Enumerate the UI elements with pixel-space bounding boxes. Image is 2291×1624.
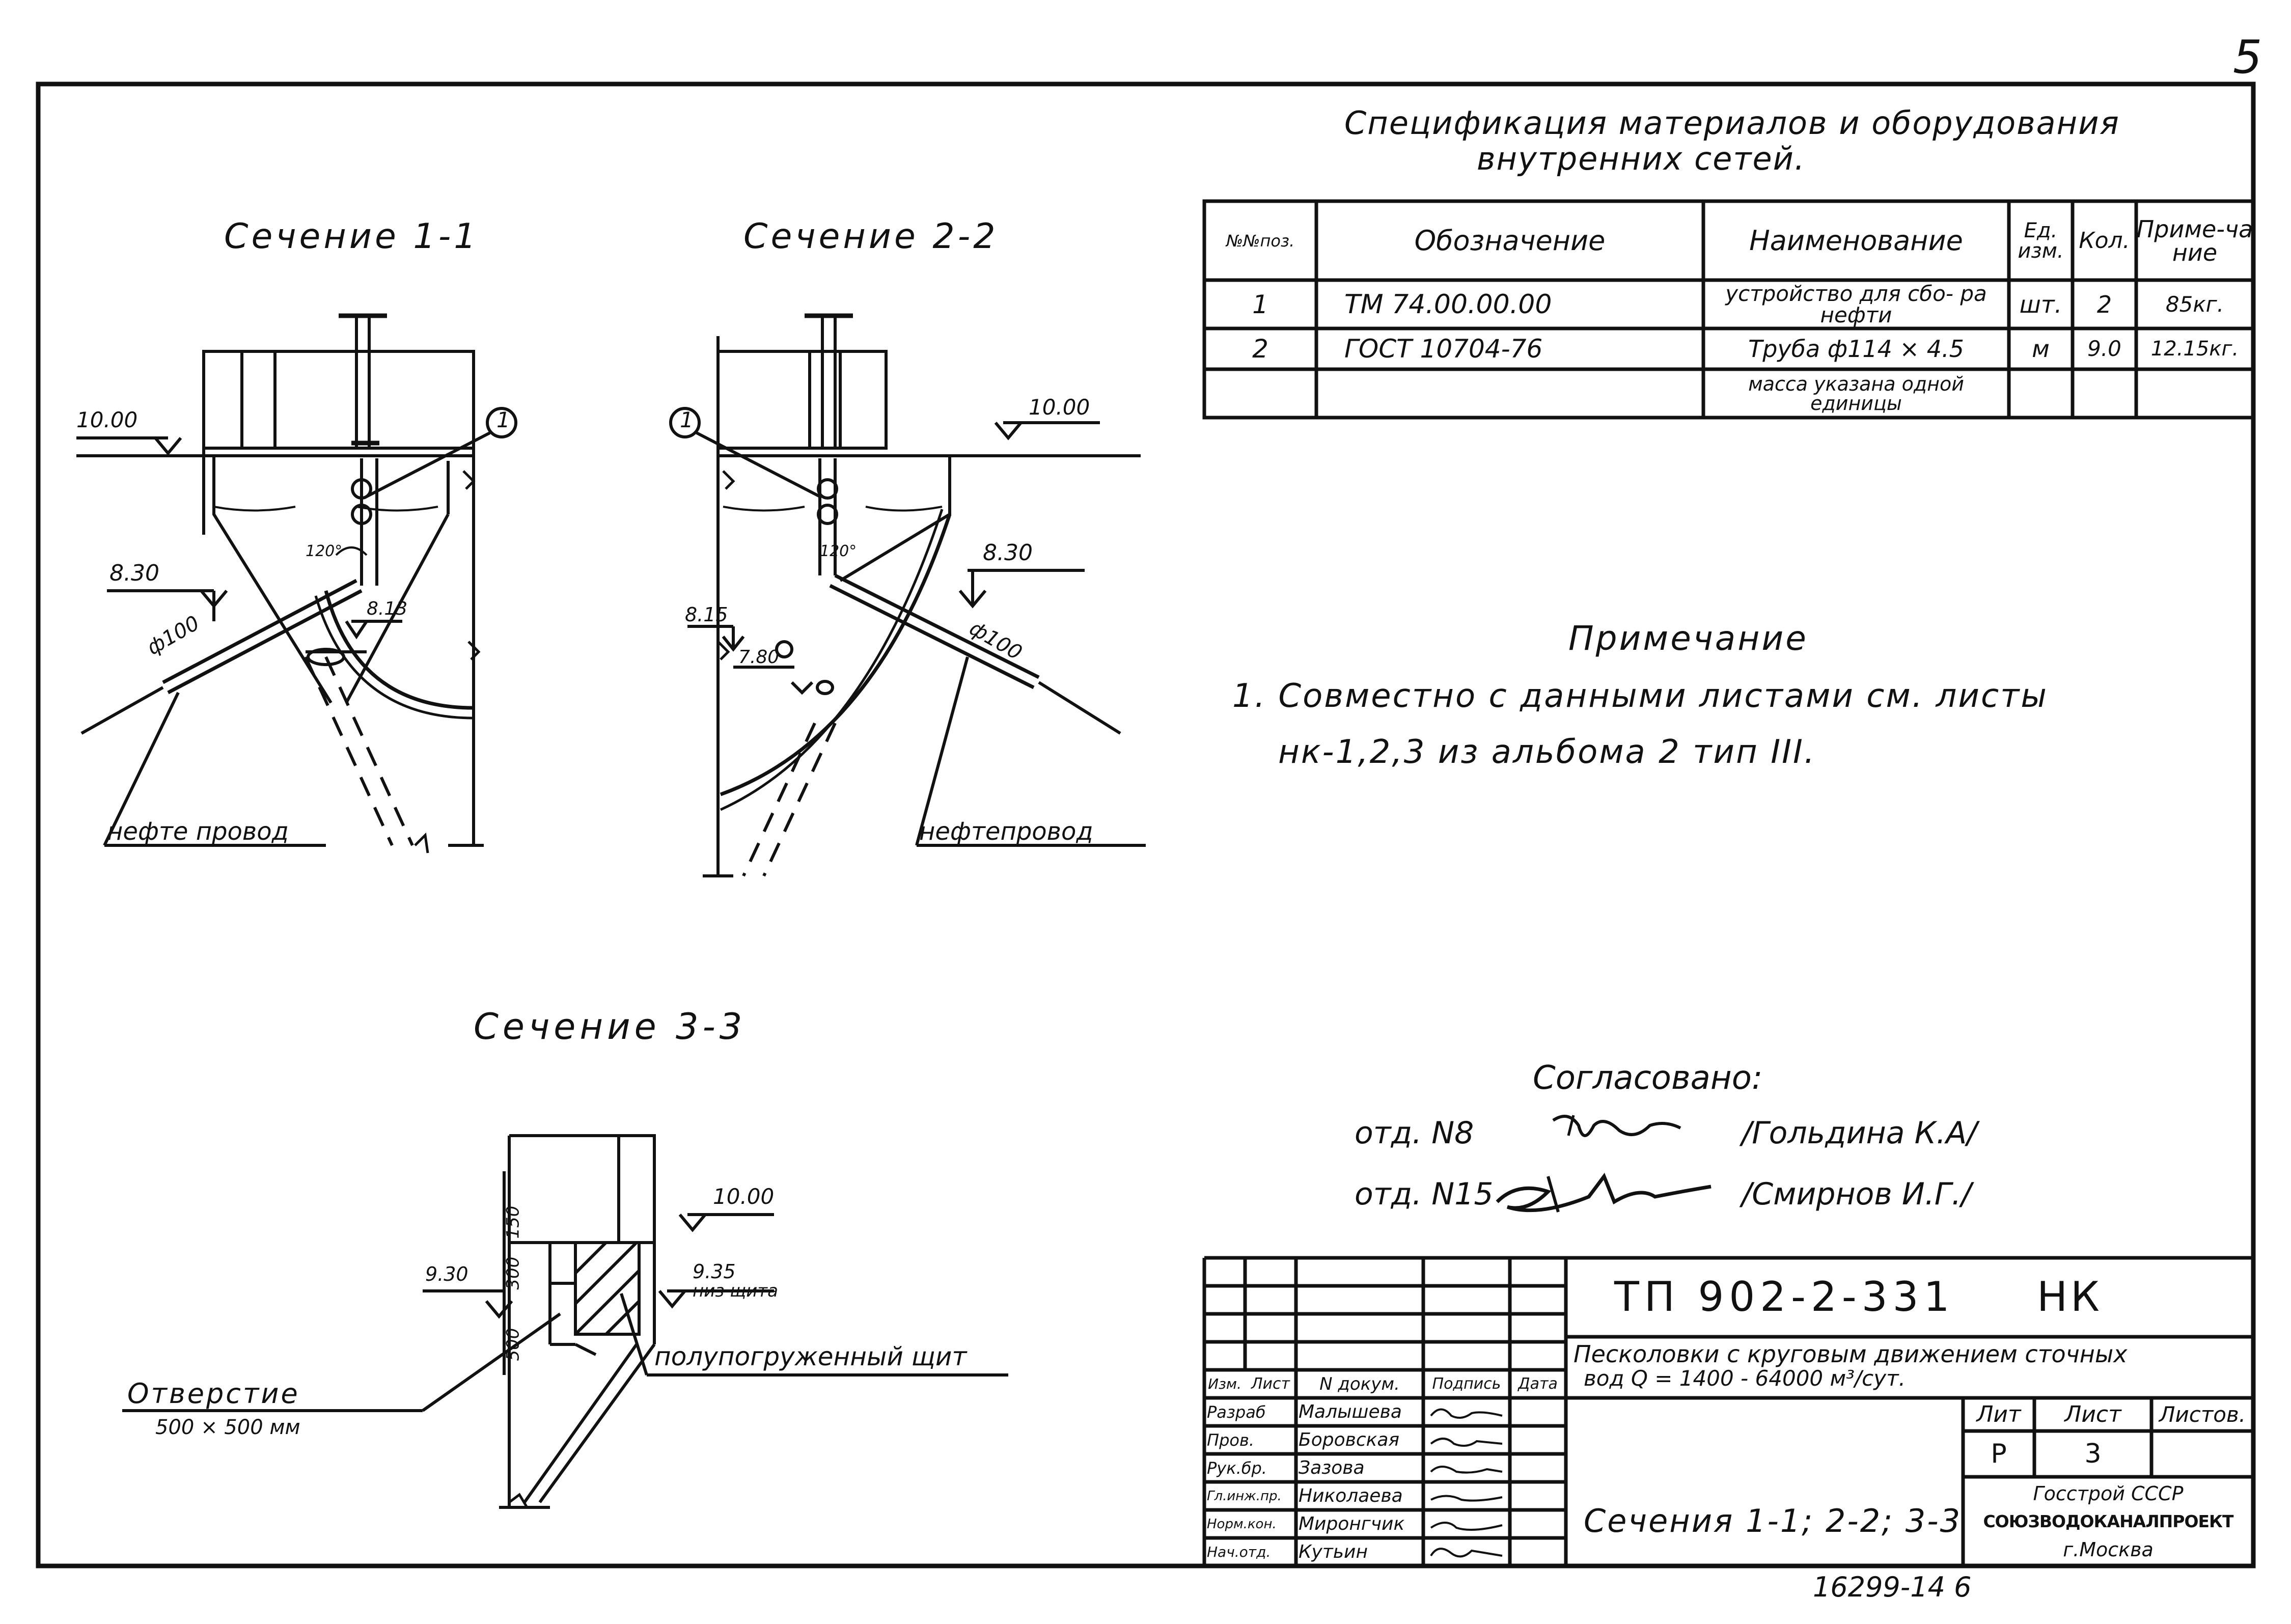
- polupogr-shchit-label: полупогруженный щит: [654, 1342, 967, 1371]
- spec-row1-pos: 1: [1252, 289, 1268, 319]
- agreed-title: Согласовано:: [1533, 1059, 1763, 1097]
- stamp-role-4: Гл.инж.пр.: [1207, 1488, 1282, 1504]
- spec-title-line1: Спецификация материалов и оборудования: [1344, 104, 2120, 142]
- spec-title-line2: внутренних сетей.: [1477, 140, 1806, 177]
- signature-2: [1496, 1172, 1712, 1213]
- stamp-name-5: Миронгчик: [1299, 1513, 1405, 1534]
- stamp-role-6: Нач.отд.: [1207, 1544, 1271, 1560]
- spec-row1-prim: 85кг.: [2165, 291, 2224, 317]
- bottom-number: 16299-14 6: [1813, 1571, 1972, 1603]
- spec-row2-ed: м: [2032, 335, 2050, 363]
- level-9-35-s3: 9.35: [693, 1260, 736, 1283]
- stamp-desc-line1: Песколовки с круговым движением сточных: [1574, 1340, 2128, 1368]
- section-3-3-title: Сечение 3-3: [474, 1006, 747, 1048]
- spec-row2-naim: Труба ф114 × 4.5: [1748, 335, 1964, 363]
- stamp-signatures: [1430, 1408, 1503, 1558]
- spec-row2-prim: 12.15кг.: [2150, 337, 2239, 361]
- spec-row1-ed: шт.: [2019, 290, 2062, 318]
- page-number: 5: [2233, 31, 2262, 84]
- stamp-col-data: Дата: [1518, 1374, 1558, 1393]
- stamp-role-1: Разраб: [1207, 1402, 1266, 1422]
- level-8-13-s1: 8.13: [367, 598, 408, 619]
- stamp-role-2: Пров.: [1207, 1430, 1254, 1450]
- level-8-30-s2: 8.30: [983, 540, 1033, 566]
- level-7-80-s2: 7.80: [738, 647, 780, 668]
- stamp-nk: НК: [2037, 1273, 2103, 1320]
- otverstie-size-label: 500 × 500 мм: [155, 1416, 300, 1439]
- section-1-1-title: Сечение 1-1: [224, 216, 479, 257]
- stamp-name-6: Кутьин: [1299, 1542, 1368, 1562]
- signature-1: [1552, 1115, 1681, 1137]
- agreed-row2-dept: отд. N15: [1355, 1176, 1494, 1212]
- spec-header-kol: Кол.: [2079, 227, 2130, 254]
- stamp-listov-label: Листов.: [2159, 1401, 2246, 1427]
- note-line2: нк-1,2,3 из альбома 2 тип III.: [1278, 733, 1816, 771]
- niz-shchita-label: низ щита: [693, 1281, 778, 1301]
- spec-row2-kol: 9.0: [2087, 336, 2121, 361]
- angle-s2: 120°: [820, 542, 857, 560]
- level-10-00-s3: 10.00: [713, 1184, 775, 1209]
- stamp-list-label: Лист: [2064, 1401, 2121, 1427]
- stamp-role-3: Рук.бр.: [1207, 1458, 1267, 1478]
- stamp-role-5: Норм.кон.: [1207, 1516, 1277, 1532]
- stamp-org-line1: Госстрой СССР: [2033, 1482, 2184, 1505]
- stamp-name-4: Николаева: [1299, 1485, 1403, 1506]
- spec-header-prim: Приме-чание: [2136, 215, 2253, 266]
- agreed-row1-name: /Гольдина К.А/: [1742, 1115, 1977, 1151]
- level-8-15-s2: 8.15: [685, 603, 728, 626]
- level-10-00-s2: 10.00: [1029, 395, 1090, 420]
- otverstie-label: Отверстие: [127, 1378, 300, 1410]
- stamp-col-ndok: N докум.: [1319, 1373, 1400, 1394]
- stamp-org-line3: г.Москва: [2063, 1538, 2154, 1561]
- nefteprovod-label-s1: нефте провод: [107, 817, 289, 846]
- stamp-name-1: Малышева: [1299, 1401, 1402, 1422]
- spec-table-grid: [1202, 199, 2255, 420]
- spec-row2-pos: 2: [1252, 334, 1268, 364]
- stamp-name-3: Зазова: [1299, 1457, 1365, 1478]
- stamp-col-list: Лист: [1251, 1374, 1290, 1393]
- angle-s1: 120°: [306, 542, 343, 560]
- stamp-lit-label: Лит: [1976, 1401, 2021, 1427]
- level-10-00-s1: 10.00: [76, 407, 138, 432]
- level-8-30-s1: 8.30: [109, 560, 159, 586]
- stamp-code: ТП 902-2-331: [1614, 1273, 1955, 1320]
- section-1-1-drawing: [76, 313, 517, 854]
- spec-row1-kol: 2: [2096, 290, 2112, 318]
- stamp-col-izm: Изм.: [1208, 1375, 1241, 1392]
- dim-500: 500: [503, 1328, 523, 1361]
- spec-row1-oboz: ТМ 74.00.00.00: [1344, 289, 1552, 320]
- nefteprovod-label-s2: нефтепровод: [919, 817, 1093, 846]
- stamp-col-podpis: Подпись: [1432, 1374, 1501, 1393]
- spec-header-ed: Ед. изм.: [2018, 218, 2064, 263]
- level-9-30-s3: 9.30: [425, 1263, 468, 1285]
- spec-row1-naim: устройство для сбо- ра нефти: [1725, 281, 1987, 327]
- stamp-desc-line2: вод Q = 1400 - 64000 м³/сут.: [1584, 1366, 1906, 1391]
- spec-row3-naim: масса указана одной единицы: [1748, 372, 1964, 415]
- note-line1: 1. Совместно с данными листами см. листы: [1232, 677, 2048, 715]
- callout-1-s1: 1: [496, 407, 510, 432]
- agreed-row2-name: /Смирнов И.Г./: [1742, 1176, 1972, 1212]
- callout-1-s2: 1: [680, 407, 694, 432]
- dim-150: 150: [503, 1205, 523, 1239]
- spec-header-pos: №№поз.: [1226, 231, 1295, 251]
- spec-header-oboz: Обозначение: [1414, 224, 1606, 257]
- title-block-grid: [1202, 1256, 2253, 1566]
- agreed-row1-dept: отд. N8: [1355, 1115, 1474, 1151]
- stamp-name-2: Боровская: [1299, 1429, 1400, 1450]
- spec-row2-oboz: ГОСТ 10704-76: [1344, 334, 1543, 364]
- stamp-lit-value: Р: [1991, 1439, 2007, 1469]
- spec-header-naim: Наименование: [1749, 224, 1963, 257]
- section-2-2-title: Сечение 2-2: [743, 216, 999, 257]
- section-3-3-drawing: [122, 1134, 1008, 1509]
- section-2-2-drawing: [669, 313, 1146, 877]
- dim-300: 300: [503, 1256, 523, 1290]
- note-title: Примечание: [1568, 619, 1808, 658]
- stamp-list-value: 3: [2084, 1439, 2102, 1469]
- stamp-org-line2: СОЮЗВОДОКАНАЛПРОЕКТ: [1983, 1511, 2233, 1531]
- stamp-sheet-title: Сечения 1-1; 2-2; 3-3: [1584, 1502, 1962, 1539]
